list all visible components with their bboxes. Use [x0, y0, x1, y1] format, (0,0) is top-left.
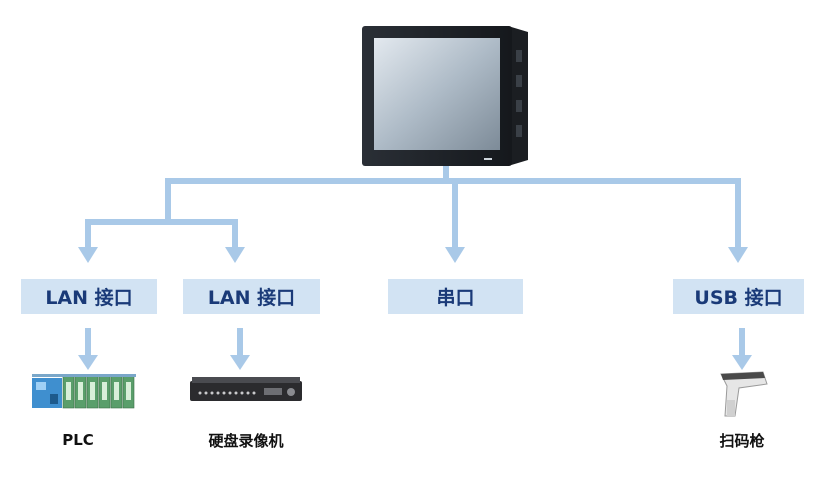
interface-label: 串口 — [436, 287, 475, 309]
arrow-down-icon — [78, 355, 98, 370]
arrow-down-icon — [78, 247, 98, 263]
interface-label: LAN 接口 — [207, 287, 296, 309]
interface-box-lan-1: LAN 接口 — [21, 279, 157, 314]
interface-box-serial: 串口 — [388, 279, 523, 314]
interface-label: LAN 接口 — [45, 287, 133, 309]
panel-pc-icon — [362, 26, 528, 166]
arrow-down-icon — [732, 355, 752, 370]
arrow-down-icon — [225, 247, 245, 263]
interface-label: USB 接口 — [694, 287, 783, 309]
arrow-down-icon — [230, 355, 250, 370]
peripheral-name-dvr: 硬盘录像机 — [208, 432, 284, 450]
dvr-icon — [190, 377, 302, 401]
peripheral-name-scanner: 扫码枪 — [719, 432, 765, 450]
arrow-down-icon — [445, 247, 465, 263]
interface-box-lan-2: LAN 接口 — [183, 279, 320, 314]
interface-box-usb: USB 接口 — [673, 279, 804, 314]
arrow-down-icon — [728, 247, 748, 263]
peripheral-name-plc: PLC — [62, 431, 94, 449]
barcode-scanner-icon — [720, 371, 768, 417]
plc-icon — [32, 374, 136, 409]
